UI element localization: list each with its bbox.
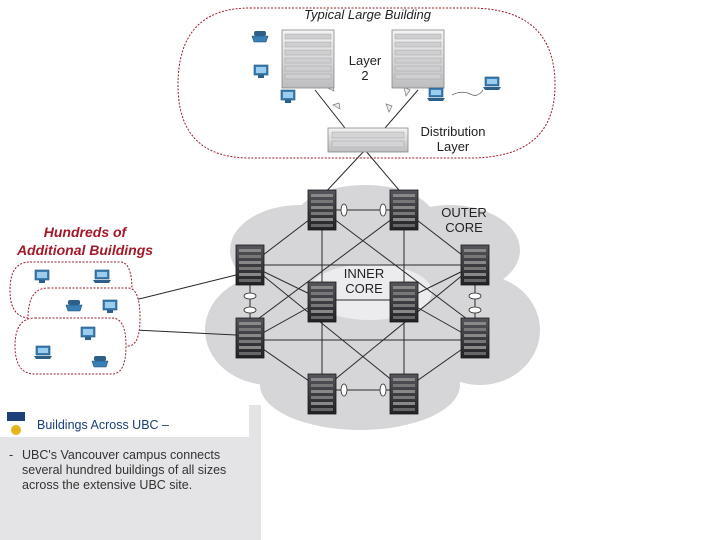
info-bullet: - [9, 448, 14, 462]
layer2-switch [281, 29, 335, 89]
ubc-logo [7, 412, 25, 436]
layer2-label-line2: 2 [361, 68, 369, 83]
inner-core-label-line2: CORE [345, 281, 383, 296]
inner-core-label-line1: INNER [343, 266, 385, 281]
ubc-logo-icon [7, 412, 25, 435]
layer2-label: Layer 2 [343, 53, 387, 83]
distribution-label: Distribution Layer [412, 124, 494, 154]
layer2-label-line1: Layer [348, 53, 382, 68]
building-title: Typical Large Building [304, 7, 431, 22]
additional-buildings [9, 261, 141, 375]
info-body-line1: UBC's Vancouver campus connects [22, 448, 221, 462]
distribution-label-line2: Layer [436, 139, 470, 154]
desktop-icon [280, 89, 296, 104]
info-body-line3: across the extensive UBC site. [22, 478, 193, 492]
distribution-label-line1: Distribution [420, 124, 486, 139]
info-body-line2: several hundred buildings of all sizes [22, 463, 227, 477]
laptop-icon [482, 76, 502, 91]
additional-buildings-label-line2: Additional Buildings [16, 242, 154, 258]
laptop-icon [92, 269, 112, 284]
desktop-icon [253, 64, 269, 79]
outer-core-label-line2: CORE [445, 220, 483, 235]
outer-core-label-line1: OUTER [441, 205, 487, 220]
info-panel: Buildings Across UBC – - UBC's Vancouver… [0, 405, 261, 540]
info-heading: Buildings Across UBC – [37, 418, 170, 432]
outer-core-label: OUTER CORE [432, 205, 496, 235]
phone-icon [65, 299, 83, 312]
additional-buildings-label-line1: Hundreds of [43, 224, 127, 240]
phone-icon [251, 30, 269, 43]
additional-buildings-label: Hundreds of Additional Buildings [2, 223, 168, 259]
info-body: UBC's Vancouver campus connects several … [22, 448, 258, 493]
info-panel-header [0, 405, 249, 437]
layer2-switch [391, 29, 445, 89]
laptop-icon [426, 87, 446, 102]
inner-core-label: INNER CORE [336, 266, 392, 296]
phone-icon [91, 355, 109, 368]
distribution-switch [327, 127, 409, 153]
laptop-icon [33, 345, 53, 360]
